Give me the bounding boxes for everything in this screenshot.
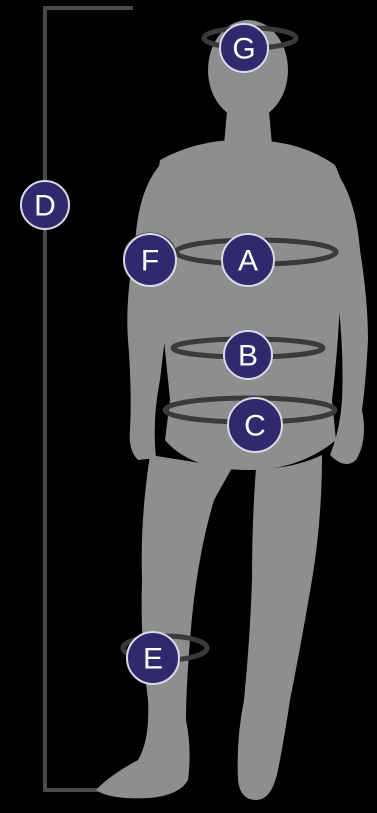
marker-g-label: G [232,33,255,66]
marker-b-label: B [238,340,258,373]
marker-c-label: C [244,410,266,443]
marker-b: B [224,331,272,379]
marker-d-label: D [34,190,56,223]
marker-a-label: A [238,245,258,278]
marker-a: A [222,234,274,286]
marker-e-label: E [143,643,163,676]
marker-e: E [127,632,179,684]
marker-g: G [220,24,268,72]
marker-f-label: F [141,245,159,278]
marker-c: C [228,398,282,452]
marker-f: F [124,234,176,286]
marker-d: D [21,181,69,229]
height-bracket [45,8,133,790]
